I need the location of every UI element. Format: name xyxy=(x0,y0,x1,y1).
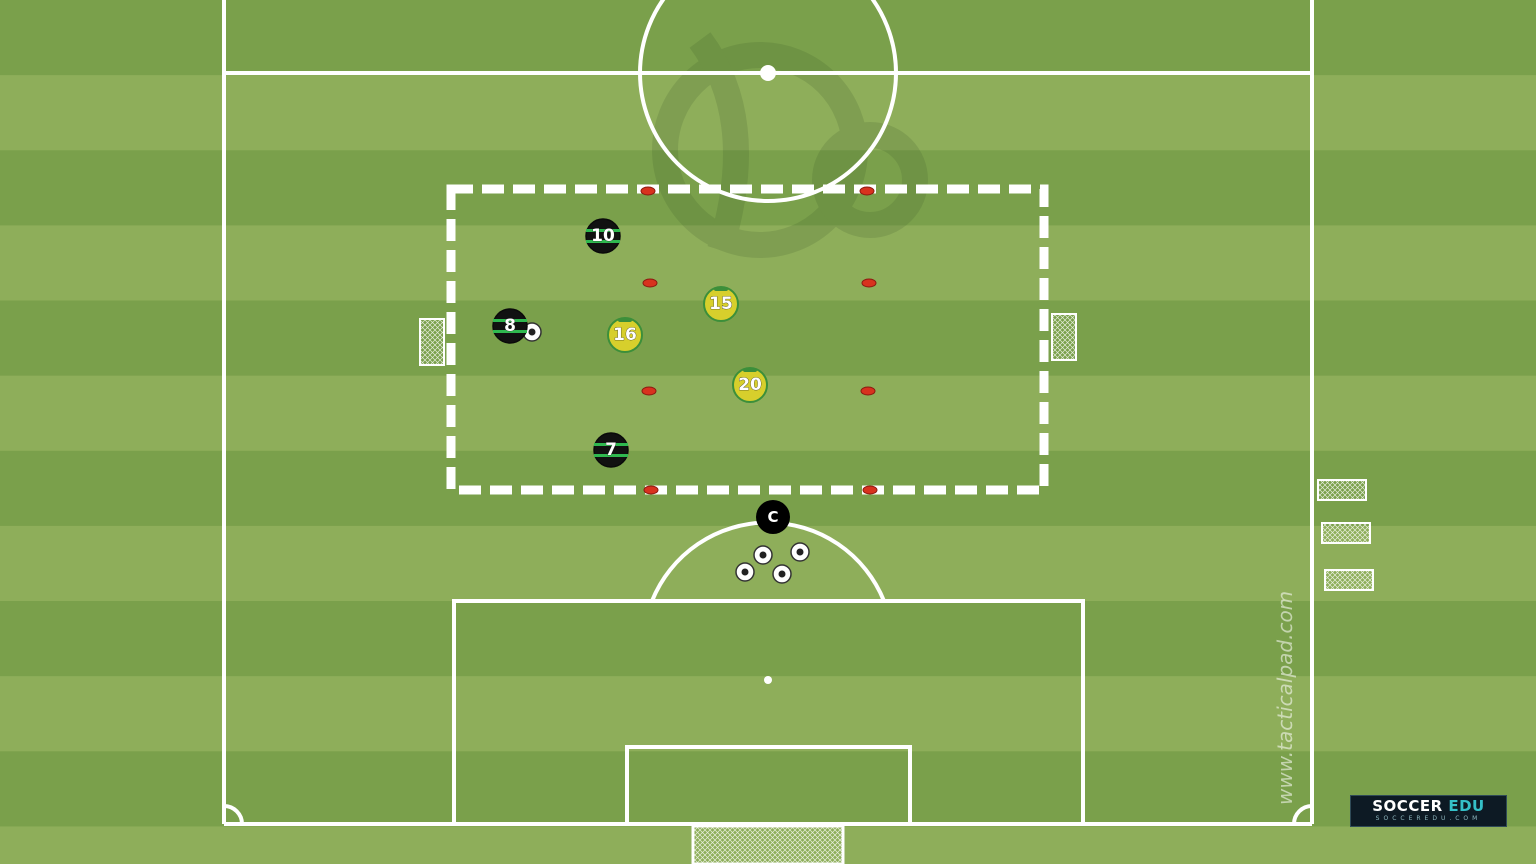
watermark-text: www.tacticalpad.com xyxy=(1273,591,1297,805)
player-black[interactable]: 8 xyxy=(492,308,528,344)
player-yellow[interactable]: 15 xyxy=(703,286,739,322)
player-number: 16 xyxy=(613,325,637,345)
center-circle xyxy=(638,0,898,203)
logo-brand: SOCCER xyxy=(1372,797,1443,815)
ball xyxy=(790,542,810,562)
ball xyxy=(735,562,755,582)
player-yellow[interactable]: 20 xyxy=(732,367,768,403)
player-number: 7 xyxy=(605,440,617,460)
cone xyxy=(862,485,878,495)
grass-stripe xyxy=(0,525,1536,603)
goal-area xyxy=(625,745,912,826)
grass-stripe xyxy=(0,676,1536,753)
coach[interactable]: C xyxy=(756,500,790,534)
cone xyxy=(861,278,877,288)
grass-stripe xyxy=(0,225,1536,302)
cones xyxy=(640,186,878,495)
grass-stripe xyxy=(0,601,1536,678)
soccer-edu-logo: SOCCER EDU SOCCEREDU.COM xyxy=(1350,795,1507,827)
ball-pile xyxy=(735,542,810,584)
grass-stripe xyxy=(0,300,1536,377)
cone xyxy=(859,186,875,196)
player-number: 8 xyxy=(504,316,516,336)
logo-brand-accent: EDU xyxy=(1448,797,1485,815)
ball xyxy=(753,545,773,565)
corner-arc-left xyxy=(223,804,244,825)
spare-mini-goal xyxy=(1321,522,1371,544)
mini-goal-left xyxy=(419,318,445,366)
player-number: 15 xyxy=(709,294,733,314)
corner-arc-right xyxy=(1292,804,1313,825)
coach-label: C xyxy=(767,508,778,526)
grass-stripe xyxy=(0,75,1536,152)
player-number: 20 xyxy=(738,375,762,395)
spare-mini-goals xyxy=(1317,479,1374,591)
dashed-grid-area xyxy=(446,184,1049,495)
player-black[interactable]: 10 xyxy=(585,218,621,254)
cone xyxy=(642,278,658,288)
spare-mini-goal xyxy=(1317,479,1367,501)
grass-stripe xyxy=(0,0,1536,77)
spare-mini-goal xyxy=(1324,569,1374,591)
cone xyxy=(643,485,659,495)
grass-stripe xyxy=(0,751,1536,828)
logo-main-text: SOCCER EDU xyxy=(1351,798,1506,815)
logo-subtitle: SOCCEREDU.COM xyxy=(1375,815,1482,822)
grass-stripe xyxy=(0,375,1536,452)
player-black[interactable]: 7 xyxy=(593,432,629,468)
cone xyxy=(640,186,656,196)
cone xyxy=(860,386,876,396)
penalty-spot xyxy=(764,676,772,684)
mini-goal-right xyxy=(1051,313,1077,361)
pitch-lines xyxy=(222,0,1314,826)
full-size-goal xyxy=(691,824,845,864)
cone xyxy=(641,386,657,396)
ball xyxy=(772,564,792,584)
center-spot xyxy=(760,65,776,81)
player-number: 10 xyxy=(591,226,615,246)
player-yellow[interactable]: 16 xyxy=(607,317,643,353)
